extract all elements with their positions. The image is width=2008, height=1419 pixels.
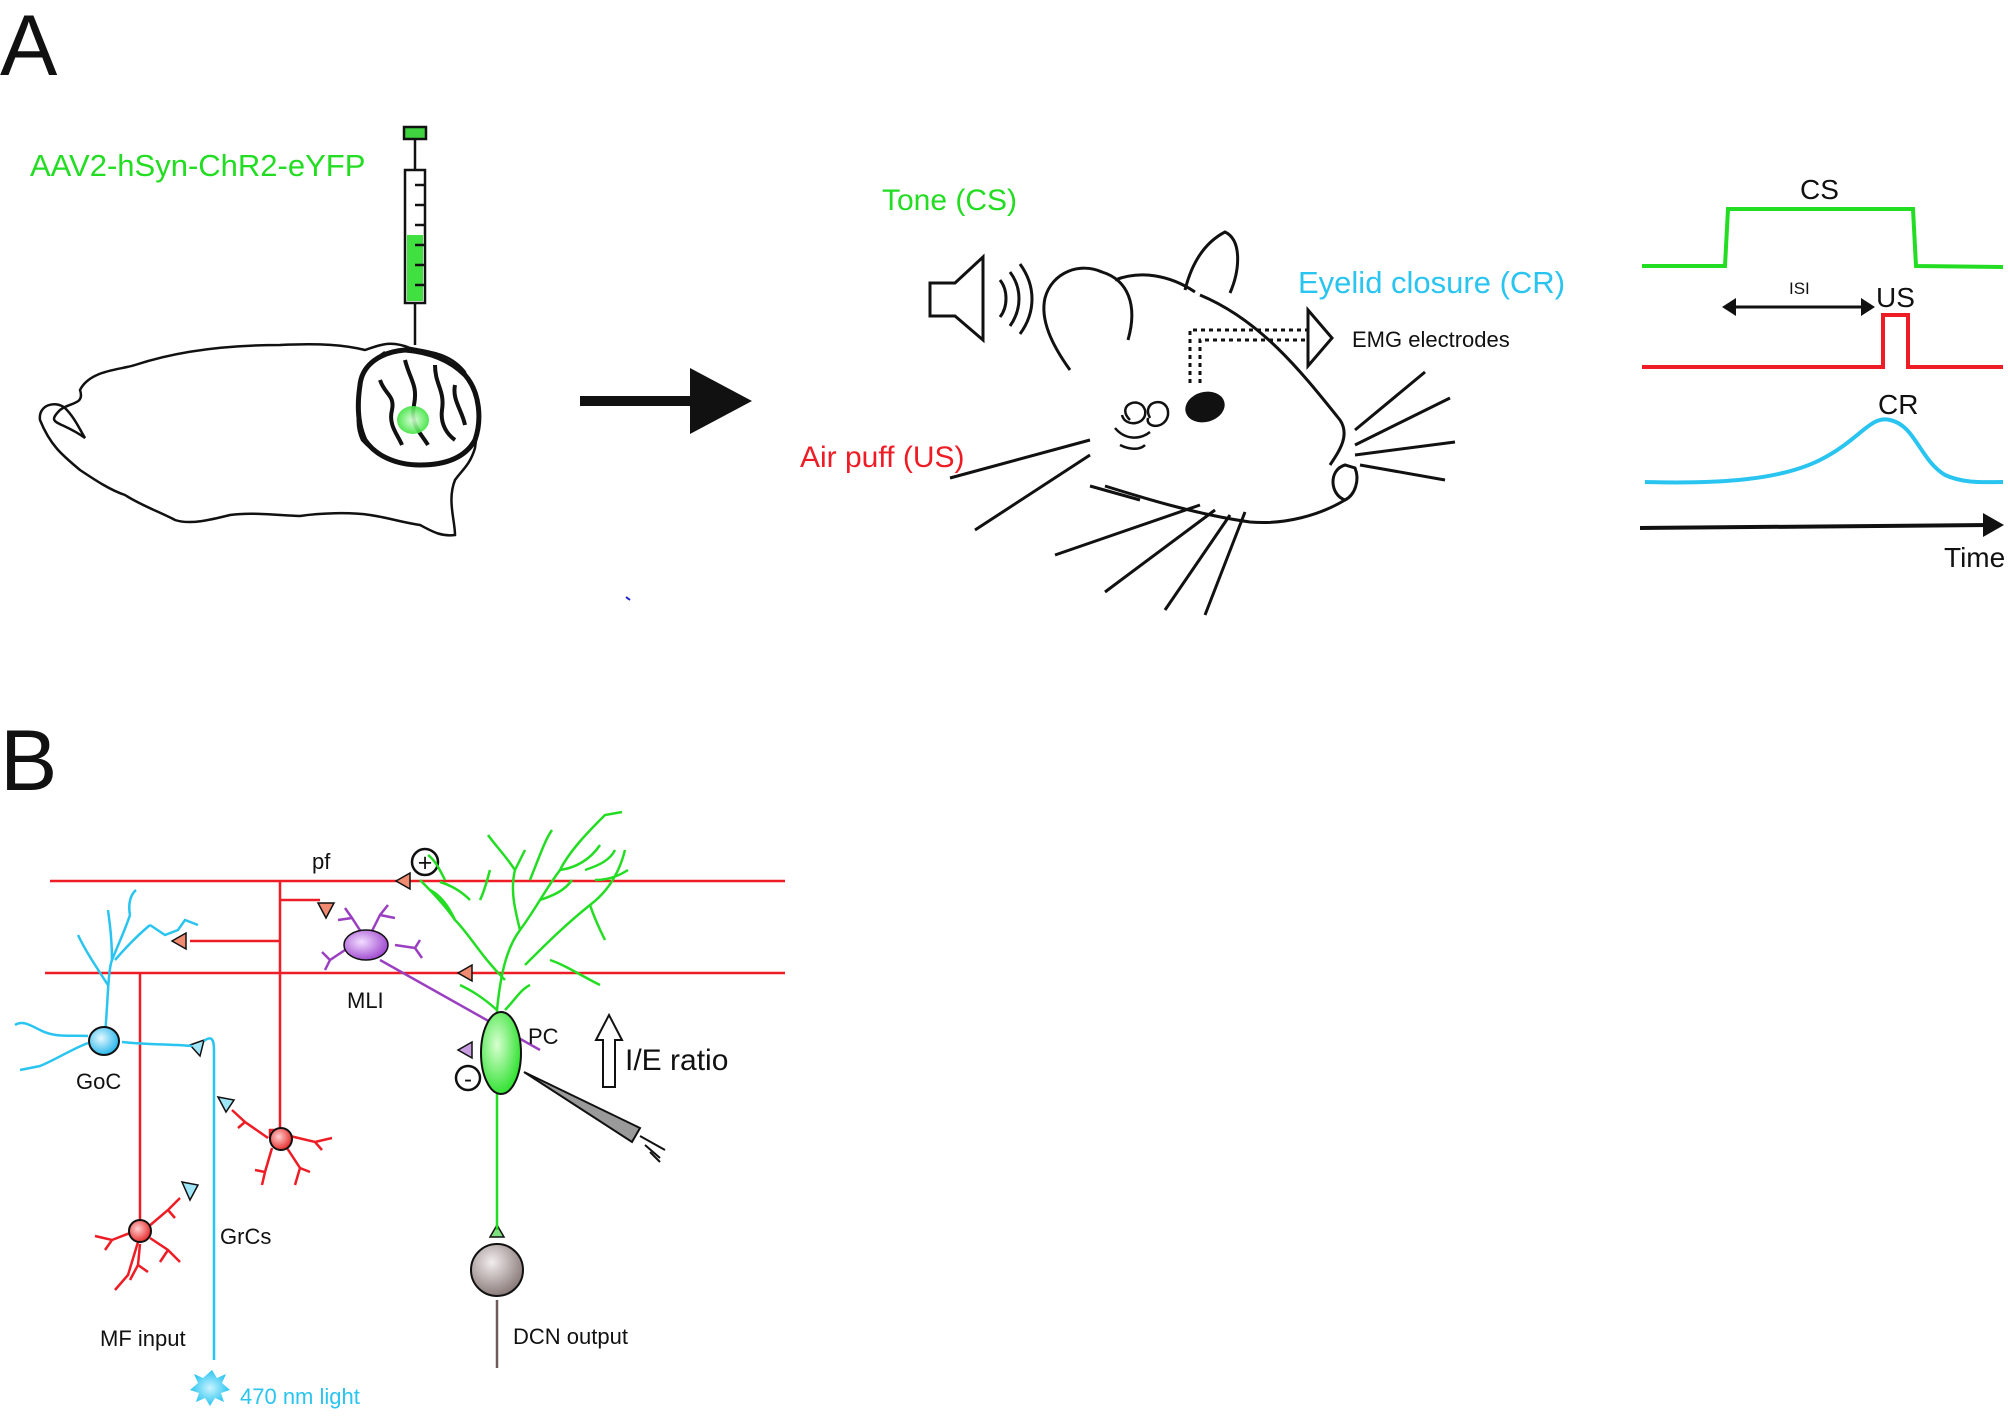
mouse-eye xyxy=(1185,391,1225,423)
mouse-head-icon xyxy=(1042,230,1359,525)
tone-label: Tone (CS) xyxy=(882,184,1017,217)
golgi-soma xyxy=(88,1026,120,1056)
pc-label: PC xyxy=(528,1024,559,1049)
virus-label: AAV2-hSyn-ChR2-eYFP xyxy=(30,148,365,183)
timing-diagram xyxy=(1639,207,2004,537)
granule-cell-lower xyxy=(94,1197,181,1291)
airpuff-label: Air puff (US) xyxy=(800,441,965,474)
isi-label: ISI xyxy=(1789,279,1810,298)
dot-mark xyxy=(625,596,631,601)
svg-text:-: - xyxy=(464,1066,472,1093)
ie-ratio-arrow-icon xyxy=(594,1012,624,1088)
cr-label: CR xyxy=(1878,389,1918,420)
granule-soma-lower xyxy=(128,1219,152,1243)
us-label: US xyxy=(1876,282,1915,313)
pf-label: pf xyxy=(312,849,331,874)
eyelid-label: Eyelid closure (CR) xyxy=(1298,265,1565,300)
panel-a-letter: A xyxy=(0,0,58,94)
ie-ratio-label: I/E ratio xyxy=(625,1044,728,1077)
light-burst-icon xyxy=(190,1370,230,1406)
minus-icon: - xyxy=(454,1064,482,1093)
us-trace xyxy=(1642,313,2003,369)
emg-electrode-icon xyxy=(1188,305,1334,383)
time-label: Time xyxy=(1944,542,2005,573)
whiskers xyxy=(949,370,1456,616)
panel-b-letter: B xyxy=(0,713,57,809)
cr-trace xyxy=(1644,417,2004,485)
golgi-cell xyxy=(14,889,216,1360)
syringe-icon xyxy=(402,125,428,345)
speaker-icon xyxy=(928,253,1034,344)
emg-label: EMG electrodes xyxy=(1352,327,1510,352)
grcs-label: GrCs xyxy=(220,1224,271,1249)
recording-electrode-icon xyxy=(523,1071,666,1163)
parallel-fibers xyxy=(45,879,785,1230)
cs-trace xyxy=(1642,207,2004,269)
big-arrow-icon xyxy=(580,368,752,434)
time-axis-arrow xyxy=(1639,523,1991,530)
mli-label: MLI xyxy=(347,988,384,1013)
nostril-curl-icon xyxy=(1114,400,1170,450)
granule-cell-upper xyxy=(231,1109,333,1186)
goc-label: GoC xyxy=(76,1069,121,1094)
light-label: 470 nm light xyxy=(240,1384,360,1409)
injection-site-glow xyxy=(397,406,429,434)
granule-soma-upper xyxy=(269,1127,293,1151)
cs-label: CS xyxy=(1800,174,1839,205)
purkinje-soma xyxy=(480,1011,522,1095)
dcn-soma xyxy=(470,1243,524,1297)
mf-input-label: MF input xyxy=(100,1326,186,1351)
svg-text:+: + xyxy=(418,849,433,877)
purkinje-dendrites xyxy=(419,810,629,1230)
synapse-terminals xyxy=(170,871,506,1238)
dcn-output-label: DCN output xyxy=(513,1324,628,1349)
